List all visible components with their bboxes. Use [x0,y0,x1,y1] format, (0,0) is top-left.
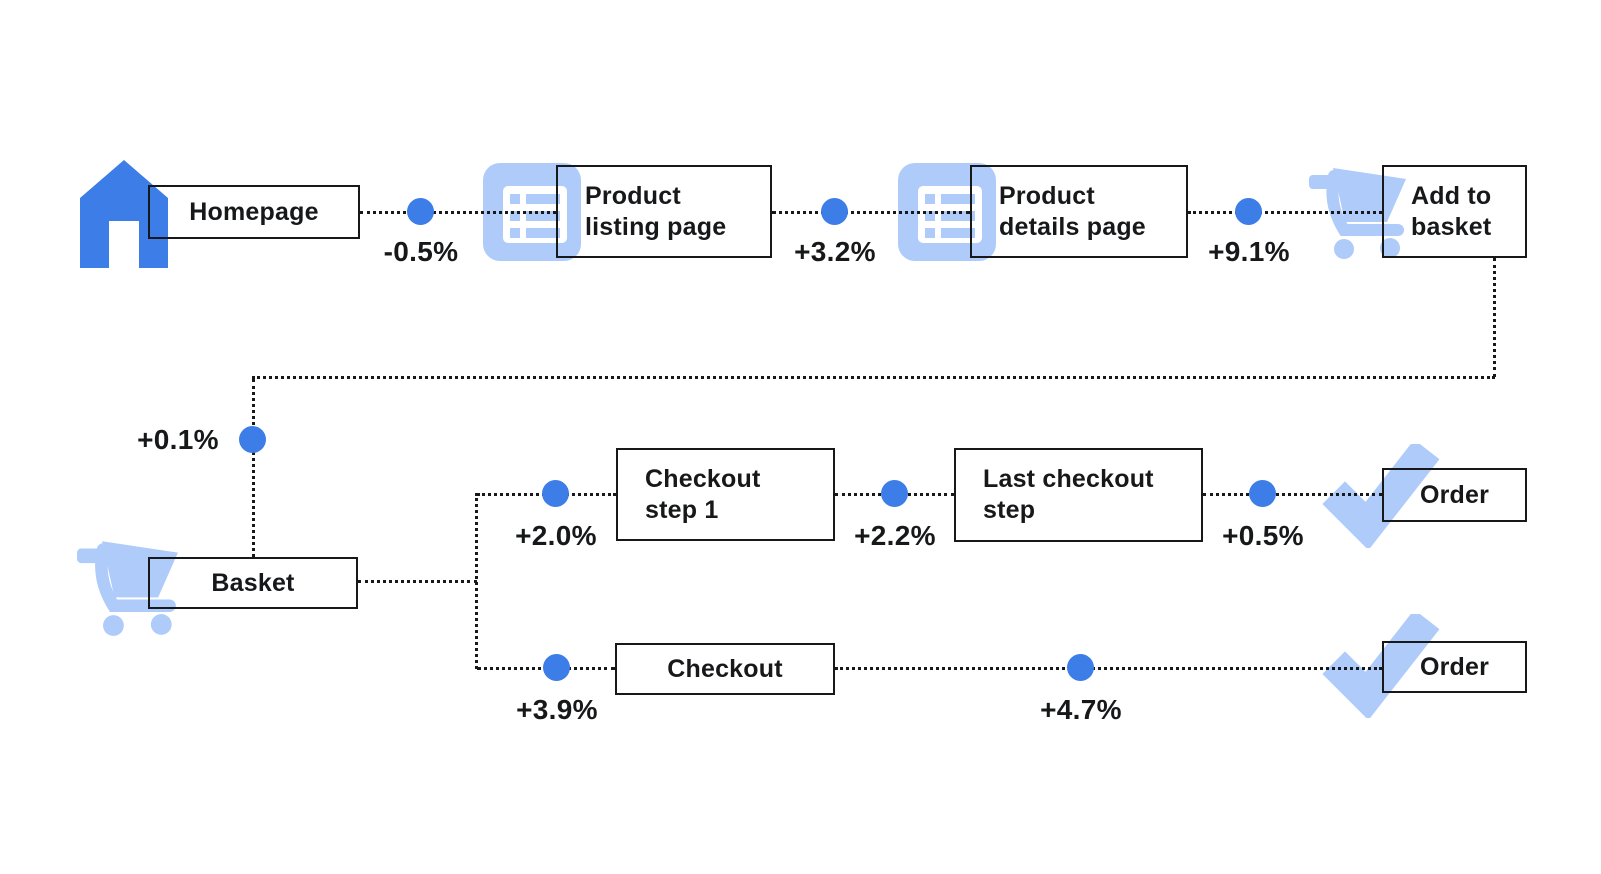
step-dot [543,654,570,681]
home-icon [76,158,172,273]
cart-icon [1308,164,1408,265]
connector-add-down [1493,258,1496,377]
node-add-to-basket: Add to basket [1382,165,1527,258]
delta-basket-to-checkout-step-1: +2.0% [515,520,597,551]
node-basket: Basket [148,557,358,609]
step-dot [1249,480,1276,507]
connector-listing-to-details [772,211,970,214]
node-homepage: Homepage [148,185,360,239]
delta-add-to-basket: +0.1% [137,424,219,455]
node-order-top: Order [1382,468,1527,522]
check-icon [1318,439,1442,553]
node-checkout-step-1: Checkout step 1 [616,448,835,541]
step-dot [881,480,908,507]
delta-checkout-to-order: +4.7% [1040,694,1122,725]
node-product-listing-page: Product listing page [556,165,772,258]
node-order-bottom: Order [1382,641,1527,693]
connector-down-to-basket [252,379,255,557]
step-dot [542,480,569,507]
step-dot [821,198,848,225]
connector-last-to-order [1203,493,1382,496]
node-product-details-page: Product details page [970,165,1188,258]
connector-details-to-add [1188,211,1382,214]
check-icon [1318,609,1442,723]
delta-listing-to-details: +3.2% [794,236,876,267]
cart-icon [76,537,180,642]
step-dot [1067,654,1094,681]
delta-basket-to-checkout: +3.9% [516,694,598,725]
delta-details-to-add: +9.1% [1208,236,1290,267]
connector-homepage-to-listing [360,211,556,214]
connector-branch-split [475,493,478,669]
delta-homepage-to-listing: -0.5% [383,236,459,267]
node-checkout: Checkout [615,643,835,695]
node-last-checkout-step: Last checkout step [954,448,1203,542]
connector-basket-out [358,580,477,583]
step-dot [1235,198,1262,225]
step-dot [239,426,266,453]
connector-add-across [252,376,1495,379]
delta-step1-to-last: +2.2% [854,520,936,551]
connector-checkout-to-order [835,667,1382,670]
step-dot [407,198,434,225]
delta-last-to-order: +0.5% [1222,520,1304,551]
